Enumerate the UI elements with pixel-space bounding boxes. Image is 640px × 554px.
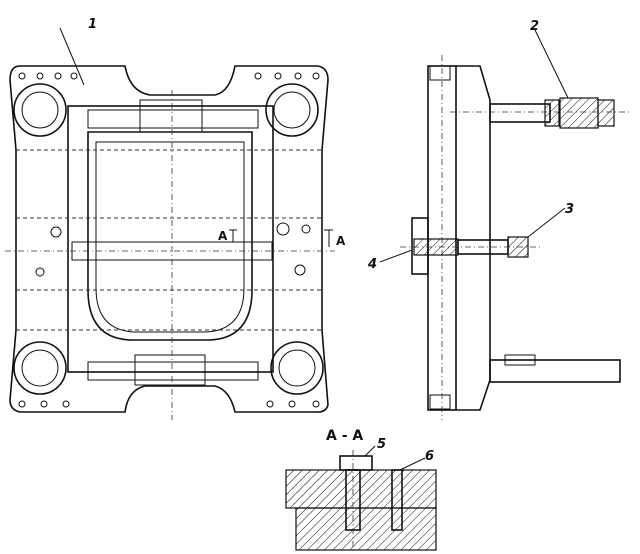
callout-5: 5	[377, 437, 386, 452]
frame-front-view	[5, 27, 335, 420]
callout-2: 2	[530, 19, 539, 34]
callout-3: 3	[565, 202, 574, 217]
callout-6: 6	[425, 449, 434, 464]
callout-1: 1	[88, 17, 97, 32]
frame-side-view	[379, 29, 630, 420]
callout-labels: 1 2 3 4 5 6 A A А - А	[88, 17, 574, 464]
section-mark-left: A	[218, 229, 228, 243]
section-title: А - А	[326, 428, 363, 444]
section-mark-right: A	[336, 234, 346, 248]
section-a-a	[285, 445, 437, 554]
callout-4: 4	[367, 257, 377, 272]
